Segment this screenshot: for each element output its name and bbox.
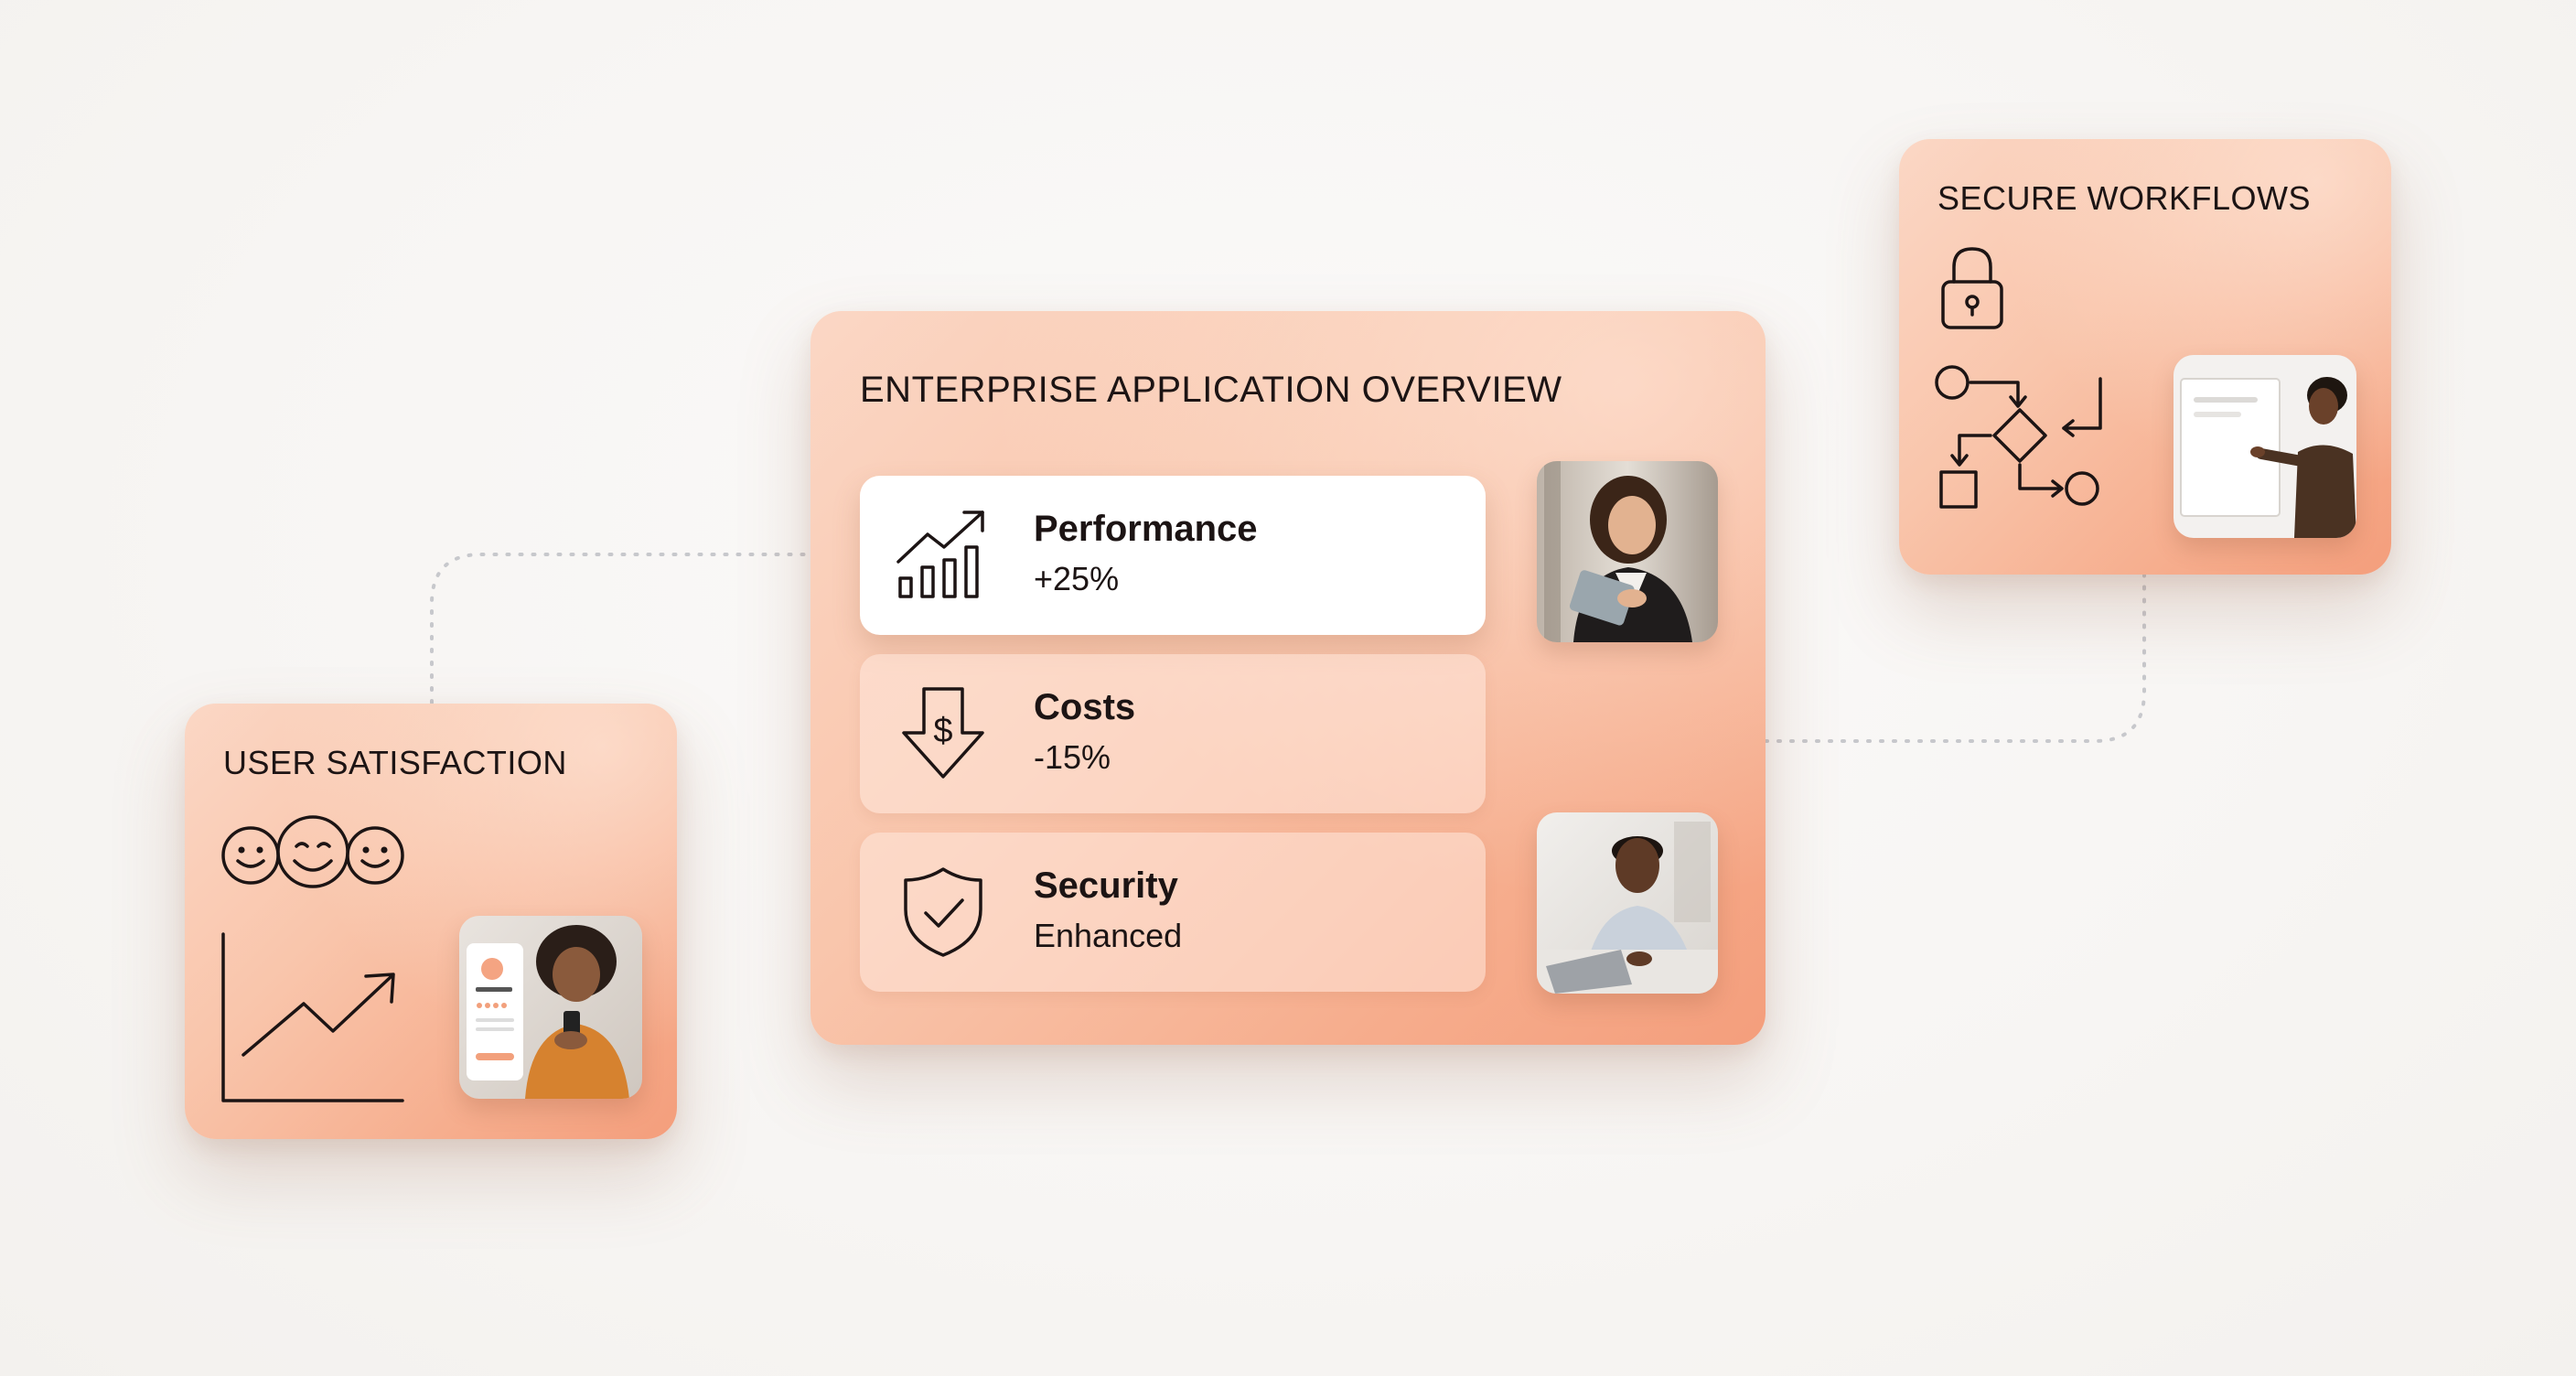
- woman-with-phone-rating-photo: [459, 916, 642, 1099]
- connector-right: [1764, 573, 2146, 743]
- workflow-diagram-icon: [1935, 365, 2102, 509]
- secure-workflows-card[interactable]: SECURE WORKFLOWS: [1899, 139, 2391, 575]
- metric-security[interactable]: Security Enhanced: [860, 833, 1486, 992]
- card-title: SECURE WORKFLOWS: [1937, 179, 2312, 217]
- enterprise-overview-card[interactable]: ENTERPRISE APPLICATION OVERVIEW Performa…: [810, 311, 1766, 1045]
- card-title: ENTERPRISE APPLICATION OVERVIEW: [860, 370, 1562, 410]
- woman-with-tablet-photo: [1537, 461, 1718, 642]
- metric-label: Costs: [1034, 687, 1136, 727]
- trend-up-line-chart-icon: [221, 932, 404, 1102]
- dollar-down-arrow-icon: $: [902, 687, 984, 779]
- smiley-faces-icon: [221, 815, 404, 888]
- shield-check-icon: [904, 867, 982, 957]
- metric-label: Performance: [1034, 509, 1258, 549]
- card-title: USER SATISFACTION: [223, 744, 567, 781]
- metric-costs[interactable]: $ Costs -15%: [860, 654, 1486, 813]
- man-at-laptop-photo: [1537, 812, 1718, 994]
- lock-icon: [1941, 247, 2003, 329]
- metric-label: Security: [1034, 865, 1178, 906]
- presenter-at-whiteboard-photo: [2174, 355, 2356, 538]
- bar-chart-trend-up-icon: [896, 511, 984, 598]
- connector-left: [430, 553, 812, 704]
- metric-value: Enhanced: [1034, 917, 1183, 954]
- user-satisfaction-card[interactable]: USER SATISFACTION: [185, 704, 677, 1139]
- metric-value: -15%: [1034, 738, 1111, 776]
- metric-performance[interactable]: Performance +25%: [860, 476, 1486, 635]
- metric-value: +25%: [1034, 560, 1120, 597]
- svg-text:$: $: [933, 712, 952, 750]
